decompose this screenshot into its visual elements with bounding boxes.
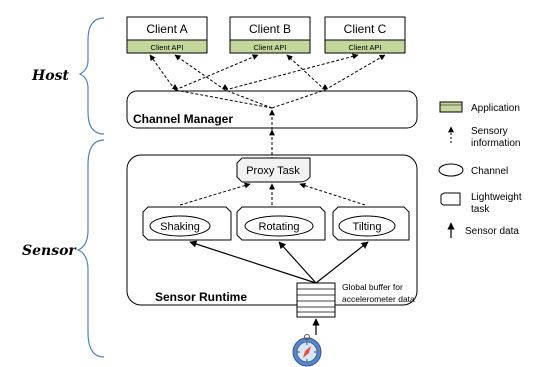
host-bracket	[78, 17, 105, 135]
legend-sensory: Sensory information	[448, 126, 520, 149]
task-shaking: Shaking	[142, 206, 232, 241]
legend-application: Application	[439, 101, 520, 114]
legend-sensor-data-label: Sensor data	[465, 226, 519, 237]
proxy-task-box	[236, 157, 311, 183]
channel-rotating-label: Rotating	[259, 221, 300, 233]
client-dispatch-arrows	[149, 53, 386, 109]
legend-sensory-line2: information	[471, 138, 520, 149]
task-rotating: Rotating	[236, 206, 326, 241]
client-c: Client C Client API	[324, 16, 406, 54]
task-tilting: Tilting	[332, 206, 410, 241]
legend: Application Sensory information Channel …	[438, 101, 522, 238]
legend-application-label: Application	[471, 103, 520, 114]
sensor-runtime-box	[126, 154, 418, 306]
channel-rotating	[244, 215, 314, 237]
sensor-runtime-label: Sensor Runtime	[155, 290, 247, 304]
channel-manager-label: Channel Manager	[133, 112, 233, 126]
legend-sensory-line1: Sensory	[471, 126, 508, 137]
channel-tilting	[338, 215, 396, 237]
channel-tilting-label: Tilting	[353, 221, 382, 233]
legend-task-line1: Lightweight	[471, 192, 522, 203]
legend-task-line2: task	[471, 204, 490, 215]
client-a: Client A Client API	[126, 16, 208, 54]
client-a-name: Client A	[146, 22, 187, 36]
buffer-caption-line2: accelerometer data	[342, 294, 415, 304]
junction-arrowheads	[172, 84, 328, 89]
channel-shaking-label: Shaking	[160, 221, 200, 233]
legend-task: Lightweight task	[440, 192, 522, 215]
client-c-api: Client API	[349, 43, 382, 52]
channel-shaking	[149, 215, 211, 237]
legend-sensor-data: Sensor data	[447, 222, 519, 238]
sensor-compass-icon	[292, 334, 322, 367]
buffer-to-task-arrows	[189, 240, 369, 284]
client-a-api: Client API	[151, 43, 184, 52]
client-b: Client B Client API	[229, 16, 311, 54]
legend-channel: Channel	[438, 163, 508, 177]
sensor-bracket	[76, 139, 105, 358]
sensor-label: Sensor	[22, 243, 77, 259]
proxy-task-label: Proxy Task	[246, 165, 300, 177]
client-b-name: Client B	[249, 22, 291, 36]
task-to-proxy-arrows	[179, 182, 366, 206]
client-b-api: Client API	[254, 43, 287, 52]
buffer-caption-line1: Global buffer for	[342, 282, 403, 292]
global-buffer	[296, 282, 336, 318]
client-c-name: Client C	[344, 22, 387, 36]
legend-channel-label: Channel	[471, 166, 508, 177]
host-label: Host	[31, 68, 69, 84]
